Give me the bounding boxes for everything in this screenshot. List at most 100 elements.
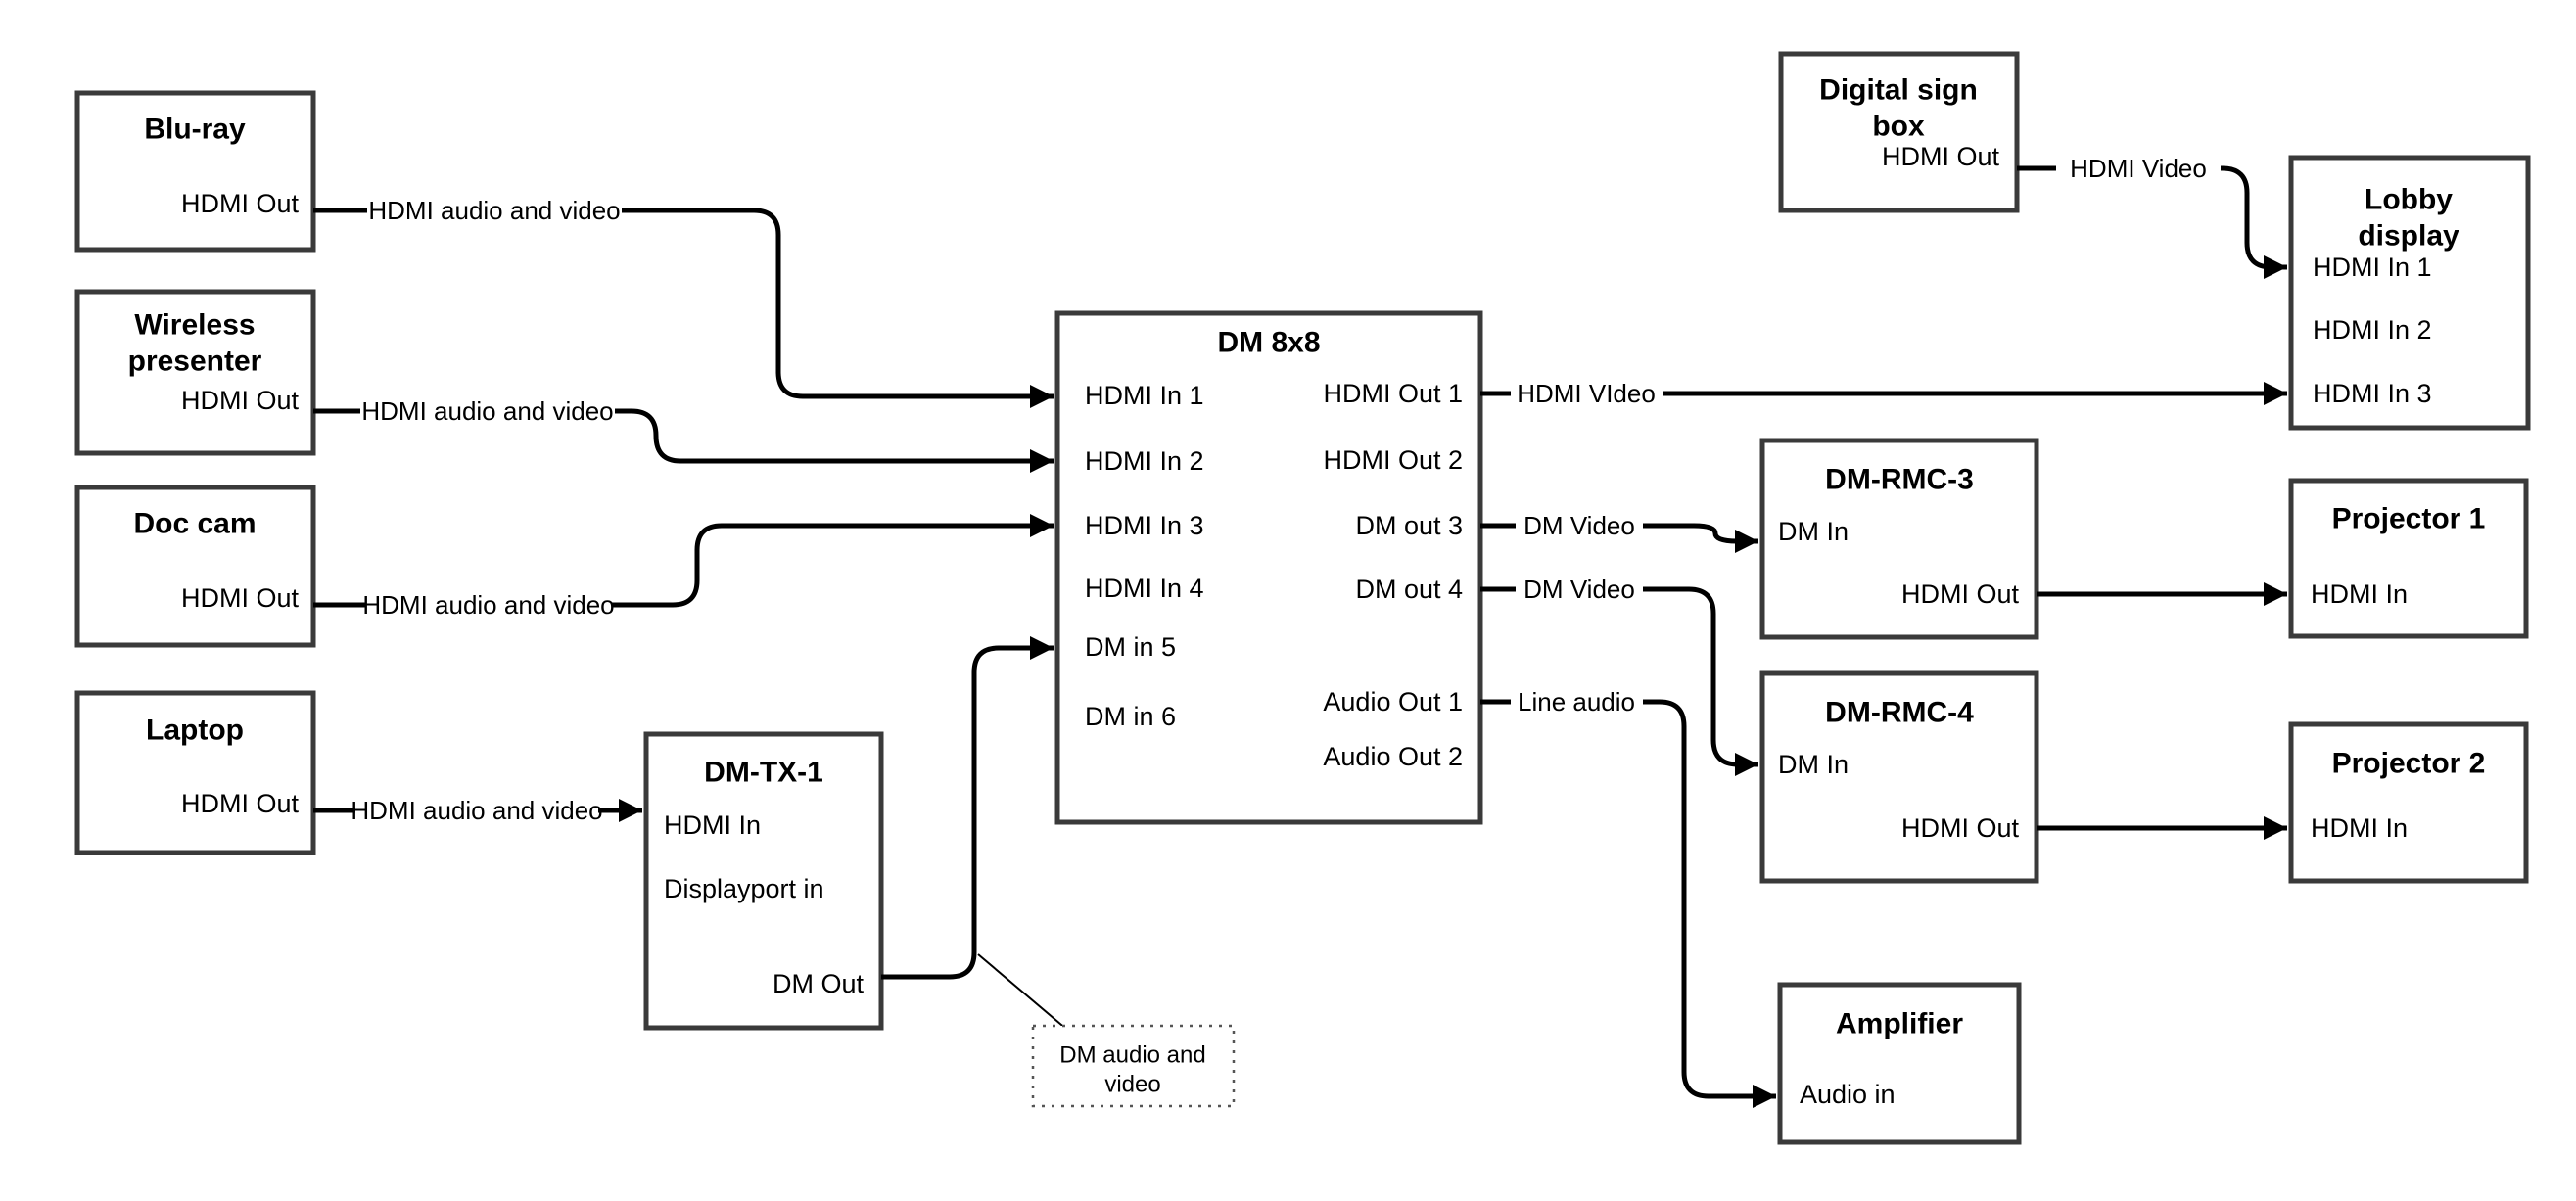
edge-dm8x8-out3-to-rmc3-dm-in [1480, 523, 1758, 553]
node-wireless-presenter-title-line2: presenter [128, 346, 262, 378]
port-digital-sign-hdmi-out: HDMI Out [1882, 142, 2000, 171]
edge-label-doccam-bg [365, 587, 612, 623]
callout-text-line1: DM audio and [1059, 1042, 1205, 1069]
node-doc-cam: Doc cam HDMI Out [74, 485, 316, 648]
port-dm-8x8-hdmi-out-2: HDMI Out 2 [1323, 445, 1463, 475]
edge-label-laptop: HDMI audio and video [351, 793, 603, 828]
port-dm-rmc-4-hdmi-out: HDMI Out [1901, 813, 2020, 843]
node-amplifier-title: Amplifier [1836, 1008, 1963, 1040]
node-digital-sign-box: Digital sign box HDMI Out [1778, 51, 2020, 213]
edge-label-dm-video-out3-bg [1516, 508, 1643, 543]
edge-label-bluray: HDMI audio and video [367, 193, 622, 228]
port-dm-8x8-dm-out-4: DM out 4 [1355, 575, 1463, 604]
edge-dmtx1-dm-out-to-dm8x8-in5 [881, 636, 1054, 980]
port-dm-8x8-dm-out-3: DM out 3 [1355, 511, 1463, 540]
port-dm-rmc-3-dm-in: DM In [1778, 517, 1849, 546]
port-wireless-hdmi-out: HDMI Out [181, 386, 300, 415]
edge-label-bluray-text: HDMI audio and video [368, 196, 620, 225]
port-dm-8x8-hdmi-in-2: HDMI In 2 [1085, 446, 1204, 476]
node-lobby-display-title-line1: Lobby [2365, 184, 2453, 216]
edge-bluray-to-dm8x8-in1 [313, 208, 1054, 408]
port-dm-8x8-hdmi-out-1: HDMI Out 1 [1323, 379, 1463, 408]
edge-label-dm-video-out3: DM Video [1516, 508, 1643, 543]
port-lobby-hdmi-in-2: HDMI In 2 [2313, 315, 2432, 345]
node-amplifier: Amplifier Audio in [1777, 982, 2022, 1145]
port-doc-cam-hdmi-out: HDMI Out [181, 583, 300, 613]
node-laptop-title: Laptop [146, 715, 244, 747]
port-dm-8x8-audio-out-2: Audio Out 2 [1323, 742, 1463, 771]
port-dm-8x8-dm-in-5: DM in 5 [1085, 632, 1176, 662]
node-laptop-box [74, 690, 316, 855]
node-wireless-presenter: Wireless presenter HDMI Out [74, 289, 316, 456]
port-dm-tx-1-hdmi-in: HDMI In [664, 810, 761, 840]
node-lobby-display: Lobby display HDMI In 1 HDMI In 2 HDMI I… [2288, 155, 2531, 431]
callout-connector-line [977, 953, 1068, 1031]
node-dm-rmc-4-title: DM-RMC-4 [1825, 697, 1974, 729]
port-lobby-hdmi-in-3: HDMI In 3 [2313, 379, 2432, 408]
port-dm-tx-1-dm-out: DM Out [773, 969, 865, 998]
node-dm-8x8: DM 8x8 HDMI In 1 HDMI In 2 HDMI In 3 HDM… [1054, 310, 1483, 825]
node-lobby-display-box [2288, 155, 2531, 431]
port-amplifier-audio-in: Audio in [1800, 1080, 1896, 1109]
node-projector-2: Projector 2 HDMI In [2288, 721, 2529, 884]
port-laptop-hdmi-out: HDMI Out [181, 789, 300, 818]
node-doc-cam-title: Doc cam [133, 508, 256, 540]
edge-dm8x8-out4-to-rmc4-dm-in [1480, 586, 1758, 776]
port-bluray-hdmi-out: HDMI Out [181, 189, 300, 218]
edge-label-digital-sign: HDMI Video [2056, 151, 2221, 186]
port-dm-8x8-dm-in-6: DM in 6 [1085, 702, 1176, 731]
edge-label-line-audio-bg [1511, 684, 1643, 719]
edge-label-wireless-text: HDMI audio and video [361, 396, 613, 426]
edge-label-line-audio-text: Line audio [1518, 687, 1635, 716]
edge-label-digital-sign-bg [2056, 151, 2221, 186]
callout-text-line2: video [1104, 1072, 1160, 1098]
edge-label-hdmi-video-out1: HDMI VIdeo [1511, 376, 1663, 411]
node-dm-8x8-title: DM 8x8 [1217, 327, 1320, 359]
node-lobby-display-title-line2: display [2358, 220, 2459, 253]
node-dm-rmc-4: DM-RMC-4 DM In HDMI Out [1759, 670, 2039, 884]
node-dm-tx-1-box [643, 731, 884, 1031]
node-bluray: Blu-ray HDMI Out [74, 90, 316, 253]
edge-wireless-to-dm8x8-in2 [313, 408, 1054, 473]
node-bluray-box [74, 90, 316, 253]
node-digital-sign-box-title-line1: Digital sign [1819, 74, 1978, 107]
edge-label-hdmi-video-out1-text: HDMI VIdeo [1517, 379, 1656, 408]
node-laptop: Laptop HDMI Out [74, 690, 316, 855]
port-dm-8x8-audio-out-1: Audio Out 1 [1323, 687, 1463, 716]
node-amplifier-box [1777, 982, 2022, 1145]
node-projector-1: Projector 1 HDMI In [2288, 478, 2529, 639]
edge-label-laptop-bg [355, 793, 598, 828]
node-dm-rmc-3-title: DM-RMC-3 [1825, 464, 1974, 496]
node-dm-rmc-4-box [1759, 670, 2039, 884]
edge-doccam-to-dm8x8-in3 [313, 514, 1054, 608]
edge-label-doccam-text: HDMI audio and video [362, 590, 614, 620]
callout-box-rect [1031, 1024, 1236, 1108]
port-lobby-hdmi-in-1: HDMI In 1 [2313, 253, 2432, 282]
node-projector-2-title: Projector 2 [2332, 748, 2486, 780]
edge-label-bluray-bg [367, 193, 622, 228]
edge-digital-sign-to-lobby-in1 [2017, 165, 2287, 279]
node-dm-8x8-box [1054, 310, 1483, 825]
node-wireless-presenter-box [74, 289, 316, 456]
callout-dm-audio-video: DM audio and video [1031, 1024, 1236, 1108]
node-dm-tx-1: DM-TX-1 HDMI In Displayport in DM Out [643, 731, 884, 1031]
edge-label-hdmi-video-out1-bg [1511, 376, 1663, 411]
edge-label-line-audio: Line audio [1511, 684, 1643, 719]
edge-label-dm-video-out4: DM Video [1516, 572, 1643, 607]
edge-dm8x8-audio1-to-amplifier [1480, 699, 1776, 1108]
node-digital-sign-box-box [1778, 51, 2020, 213]
node-projector-1-box [2288, 478, 2529, 639]
node-digital-sign-box-title-line2: box [1872, 111, 1925, 143]
edge-label-digital-sign-text: HDMI Video [2070, 154, 2207, 183]
node-dm-tx-1-title: DM-TX-1 [704, 757, 823, 789]
edge-label-wireless: HDMI audio and video [360, 393, 615, 429]
port-dm-rmc-4-dm-in: DM In [1778, 750, 1849, 779]
node-dm-rmc-3-box [1759, 438, 2039, 640]
node-dm-rmc-3: DM-RMC-3 DM In HDMI Out [1759, 438, 2039, 640]
edge-label-dm-video-out3-text: DM Video [1523, 511, 1635, 540]
edge-label-dm-video-out4-bg [1516, 572, 1643, 607]
node-projector-2-box [2288, 721, 2529, 884]
edge-label-wireless-bg [360, 393, 615, 429]
node-wireless-presenter-title-line1: Wireless [134, 309, 255, 342]
